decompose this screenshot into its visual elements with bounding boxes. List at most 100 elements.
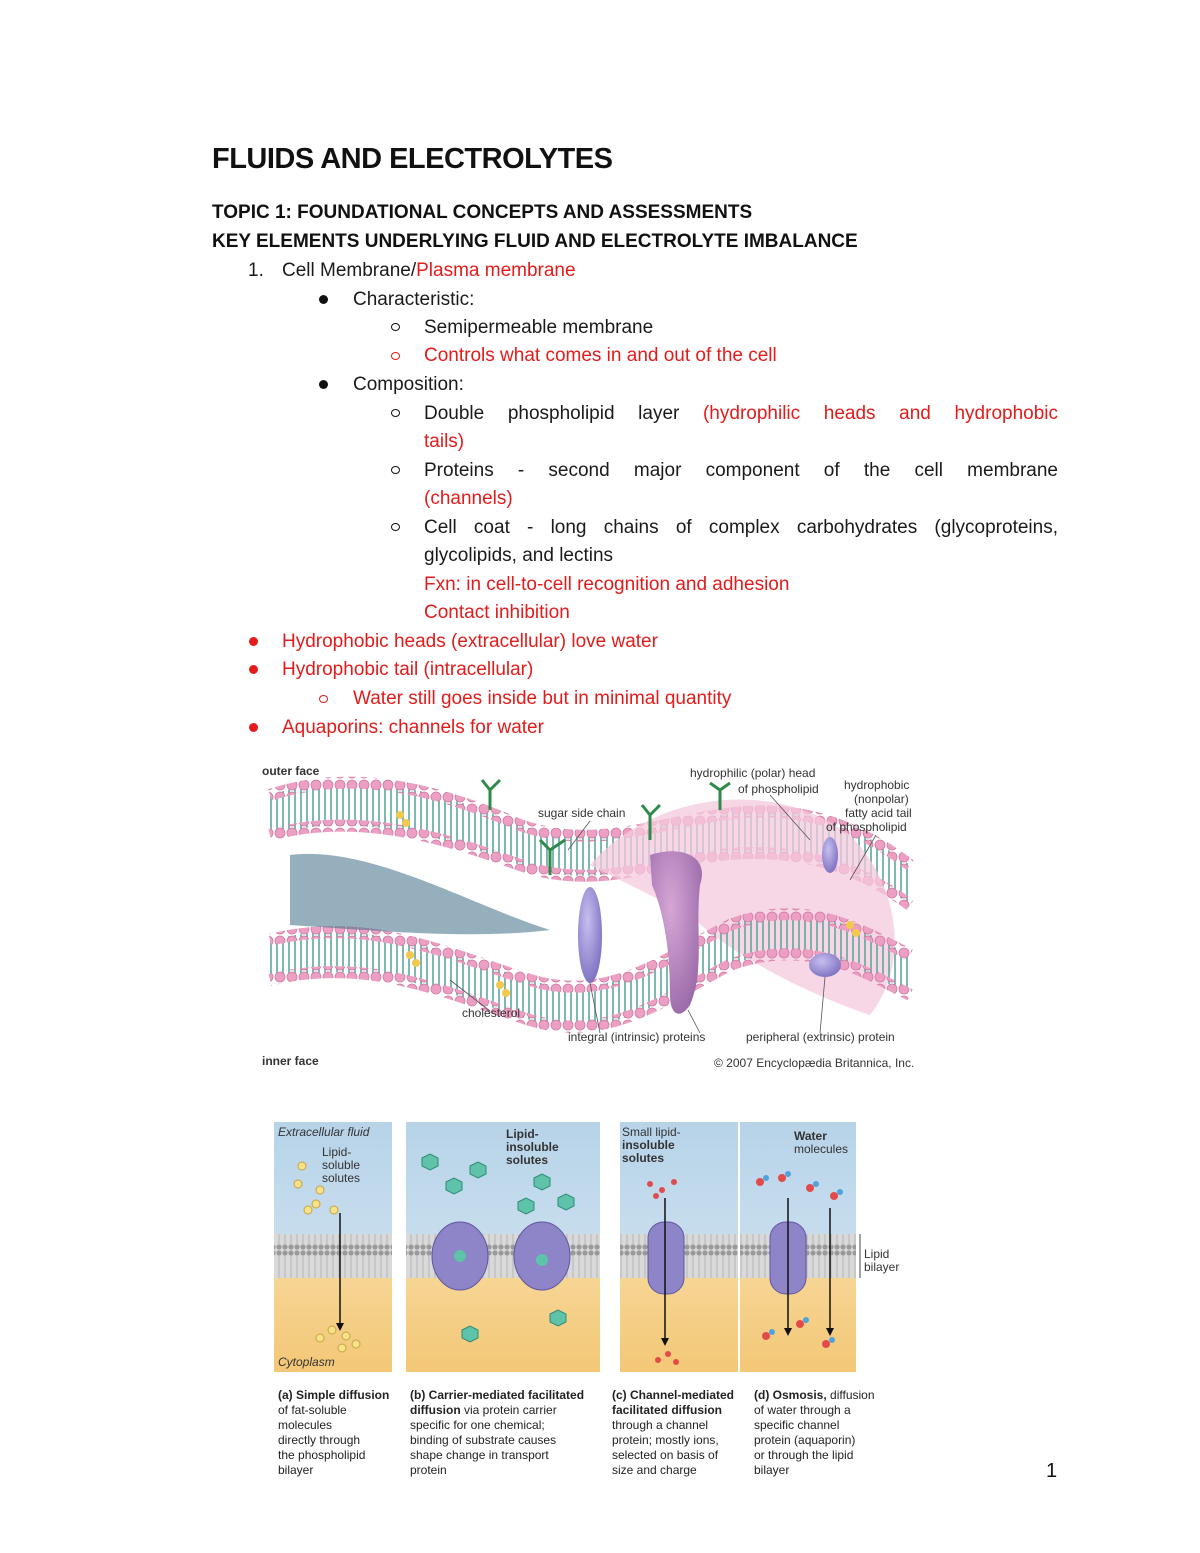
characteristic-label: Characteristic: — [353, 289, 475, 310]
double-layer-text: Double phospholipid layer — [424, 403, 680, 424]
caption-d-line: or through the lipid — [754, 1448, 854, 1462]
peripheral-protein — [809, 953, 841, 977]
cell-membrane-figure: outer face inner face sugar side chain h… — [262, 764, 914, 1070]
peripheral-protein-label: peripheral (extrinsic) protein — [746, 1030, 895, 1044]
bullet-dot-icon — [319, 295, 328, 304]
semipermeable-item: Semipermeable membrane — [424, 317, 654, 338]
bullet-ring-icon — [391, 466, 400, 474]
caption-b-title: (b) Carrier-mediated facilitated — [410, 1388, 585, 1402]
tail-note: Hydrophobic tail (intracellular) — [282, 659, 534, 680]
panel-carrier-diffusion: Lipid- insoluble solutes — [406, 1122, 600, 1372]
caption-d-title: (d) Osmosis, — [754, 1388, 827, 1402]
heads-note: Hydrophobic heads (extracellular) love w… — [282, 631, 658, 652]
bullet-ring-icon — [391, 352, 400, 360]
lipid-insoluble-label-2: insoluble — [506, 1140, 559, 1154]
small-solutes-label-3: solutes — [622, 1151, 664, 1165]
outer-face-label: outer face — [262, 764, 320, 778]
bullet-ring-icon — [319, 695, 328, 703]
caption-c-title-cont: facilitated diffusion — [612, 1403, 723, 1417]
bullet-dot-icon — [249, 637, 258, 646]
transport-panels-figure: Extracellular fluid Lipid- soluble solut… — [274, 1122, 899, 1372]
water-inside-note: Water still goes inside but in minimal q… — [353, 688, 732, 709]
hydrophobic-label-1: hydrophobic — [844, 778, 909, 792]
cytoplasm-label: Cytoplasm — [278, 1355, 335, 1369]
caption-b-line: via protein carrier — [460, 1403, 557, 1417]
caption-a-line: bilayer — [278, 1463, 314, 1477]
hydrophilic-label-2: of phospholipid — [738, 782, 819, 796]
caption-b-line: shape change in transport — [410, 1448, 549, 1462]
lipid-soluble-label-1: Lipid- — [322, 1145, 351, 1159]
water-label-1: Water — [794, 1129, 827, 1143]
sugar-side-chain-label: sugar side chain — [538, 806, 625, 820]
caption-c-line: protein; mostly ions, — [612, 1433, 719, 1447]
caption-b-line: binding of substrate causes — [410, 1433, 557, 1447]
panel-channel-diffusion: Small lipid- insoluble solutes — [620, 1122, 738, 1372]
hydrophobic-label-3: fatty acid tail — [845, 806, 912, 820]
proteins-item: Proteins - second major component of the… — [424, 460, 1058, 481]
bullet-dot-icon — [319, 380, 328, 389]
lipid-insoluble-label-3: solutes — [506, 1153, 548, 1167]
sugar-chain-icon — [480, 778, 731, 875]
caption-b-line: protein — [410, 1463, 447, 1477]
hydrophilic-label-1: hydrophilic (polar) head — [690, 766, 815, 780]
page-number: 1 — [1046, 1460, 1058, 1482]
contact-inhibition-note: Contact inhibition — [424, 602, 570, 623]
copyright-label: © 2007 Encyclopædia Britannica, Inc. — [714, 1056, 914, 1070]
bilayer-label-1: Lipid — [864, 1247, 889, 1261]
controls-item: Controls what comes in and out of the ce… — [424, 345, 777, 366]
function-note: Fxn: in cell-to-cell recognition and adh… — [424, 574, 790, 595]
caption-c-line: selected on basis of — [612, 1448, 719, 1462]
caption-d-line: bilayer — [754, 1463, 790, 1477]
lipid-insoluble-label-1: Lipid- — [506, 1127, 539, 1141]
bullet-ring-icon — [391, 409, 400, 417]
caption-d-line: protein (aquaporin) — [754, 1433, 856, 1447]
cholesterol-label: cholesterol — [462, 1006, 520, 1020]
caption-a-line: molecules — [278, 1418, 333, 1432]
cholesterol-icon — [396, 811, 860, 997]
caption-c: (c) Channel-mediated facilitated diffusi… — [612, 1388, 752, 1478]
water-molecule-icon — [756, 1171, 843, 1348]
key-elements-heading: KEY ELEMENTS UNDERLYING FLUID AND ELECTR… — [212, 231, 858, 252]
caption-c-line: through a channel — [612, 1418, 709, 1432]
lower-head-row — [268, 908, 913, 993]
water-label-2: molecules — [794, 1142, 848, 1156]
upper-head-row — [268, 776, 914, 870]
caption-b: (b) Carrier-mediated facilitated diffusi… — [410, 1388, 610, 1478]
caption-a-title: (a) Simple diffusion — [278, 1388, 390, 1402]
small-solutes-label-2: insoluble — [622, 1138, 675, 1152]
caption-d: (d) Osmosis, diffusion of water through … — [754, 1388, 884, 1478]
caption-b-line: specific for one chemical; — [410, 1418, 545, 1432]
integral-proteins-label: integral (intrinsic) proteins — [568, 1030, 705, 1044]
lipid-soluble-label-3: solutes — [322, 1171, 360, 1185]
caption-a-line: the phospholipid — [278, 1448, 366, 1462]
caption-d-line: specific channel — [754, 1418, 840, 1432]
integral-protein — [578, 887, 602, 983]
caption-a-line: directly through — [278, 1433, 361, 1447]
caption-d-line: diffusion — [826, 1388, 875, 1402]
double-layer-detail: (hydrophilic heads and hydrophobic — [702, 403, 1058, 424]
cell-coat-cont: glycolipids, and lectins — [424, 545, 614, 566]
proteins-detail: (channels) — [424, 488, 513, 509]
document-title: FLUIDS AND ELECTROLYTES — [212, 143, 613, 175]
caption-a: (a) Simple diffusion of fat-soluble mole… — [278, 1388, 406, 1478]
leader-lines — [449, 794, 877, 1034]
embedded-protein — [822, 837, 838, 873]
caption-b-title-cont: diffusion — [410, 1403, 461, 1417]
membrane-interior — [290, 853, 550, 935]
double-layer-detail-cont: tails) — [424, 431, 465, 452]
small-solutes-label-1: Small lipid- — [622, 1125, 681, 1139]
outline-item-number: 1. — [248, 260, 264, 281]
lipid-soluble-label-2: soluble — [322, 1158, 360, 1172]
aquaporins-note: Aquaporins: channels for water — [282, 717, 544, 738]
lower-bilayer — [270, 914, 910, 1027]
hydrophobic-label-2: (nonpolar) — [854, 792, 909, 806]
hydrophobic-label-4: of phospholipid — [826, 820, 907, 834]
inner-face-label: inner face — [262, 1054, 319, 1068]
caption-a-line: of fat-soluble — [278, 1403, 347, 1417]
outline-item-cell-membrane: Cell Membrane/Plasma membrane — [282, 257, 576, 285]
integral-protein-large — [650, 851, 702, 1014]
caption-c-title: (c) Channel-mediated — [612, 1388, 735, 1402]
cell-membrane-text: Cell Membrane/ — [282, 260, 417, 281]
extracellular-label: Extracellular fluid — [278, 1125, 370, 1139]
